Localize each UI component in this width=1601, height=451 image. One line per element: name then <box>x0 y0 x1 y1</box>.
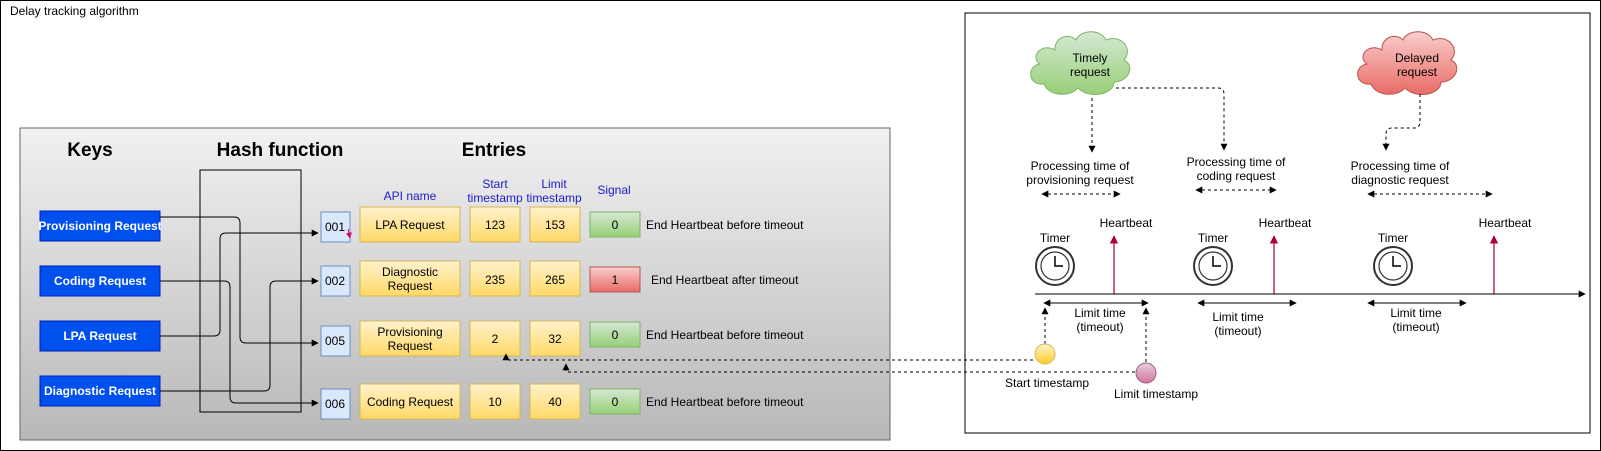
limit-time-2-line2: (timeout) <box>1214 324 1261 338</box>
api-name: LPA Request <box>375 218 445 232</box>
connector-provisioning-to-005 <box>160 216 319 347</box>
timer-3: Timer <box>1373 231 1413 286</box>
key-diagnostic: Diagnostic Request <box>39 375 161 407</box>
start-timestamp-label: Start timestamp <box>1005 376 1089 390</box>
processing-coding-line1: Processing time of <box>1187 155 1286 169</box>
signal-value: 0 <box>612 218 619 232</box>
cloud-label-line2: request <box>1397 65 1438 79</box>
key-lpa: LPA Request <box>39 320 161 352</box>
key-label: LPA Request <box>63 329 136 343</box>
column-header-start-line1: Start <box>482 177 508 191</box>
key-label: Coding Request <box>54 274 146 288</box>
entry-row: 005 Provisioning Request 2 32 0 End Hear… <box>320 320 804 357</box>
column-header-signal: Signal <box>597 183 630 197</box>
request-flow-arrows <box>1088 87 1421 153</box>
diagram-title: Delay tracking algorithm <box>10 4 139 18</box>
column-header-limit-line1: Limit <box>541 177 567 191</box>
key-label: Diagnostic Request <box>44 384 156 398</box>
cloud-label-line2: request <box>1070 65 1111 79</box>
signal-note: End Heartbeat before timeout <box>646 328 804 342</box>
hash-function-heading: Hash function <box>217 140 344 161</box>
timestamp-connectors <box>502 307 1150 373</box>
timer-label: Timer <box>1040 231 1070 245</box>
timely-to-coding-arrow <box>1116 87 1228 151</box>
column-header-start-line2: timestamp <box>467 191 523 205</box>
entries-heading: Entries <box>462 140 526 161</box>
signal-note: End Heartbeat before timeout <box>646 218 804 232</box>
api-name: Coding Request <box>367 395 454 409</box>
heartbeat-2: Heartbeat <box>1259 216 1312 294</box>
processing-provisioning-line1: Processing time of <box>1031 159 1130 173</box>
entry-row: 001 LPA Request 123 153 0 End Heartbeat … <box>320 206 804 243</box>
signal-note: End Heartbeat after timeout <box>651 273 799 287</box>
limit-time-1-line2: (timeout) <box>1076 320 1123 334</box>
hash-connectors <box>160 216 319 407</box>
signal-value: 1 <box>612 273 619 287</box>
start-timestamp-marker <box>1034 343 1056 365</box>
limit-time-1-line1: Limit time <box>1074 306 1126 320</box>
timer-label: Timer <box>1378 231 1408 245</box>
column-header-limit-line2: timestamp <box>526 191 582 205</box>
hash-function-box <box>199 169 302 413</box>
cloud-label-line1: Timely <box>1073 51 1108 65</box>
collision-marker <box>345 228 352 239</box>
limit-time-2-line1: Limit time <box>1212 310 1264 324</box>
key-coding: Coding Request <box>39 265 161 297</box>
heartbeat-1: Heartbeat <box>1100 216 1153 294</box>
timely-request-cloud: Timely request <box>1030 31 1131 96</box>
start-timestamp: 123 <box>485 218 505 232</box>
keys-heading: Keys <box>67 140 112 161</box>
entry-row: 006 Coding Request 10 40 0 End Heartbeat… <box>320 383 804 420</box>
hash-index: 006 <box>325 397 345 411</box>
start-timestamp: 2 <box>492 332 499 346</box>
limit-timestamp: 265 <box>545 273 565 287</box>
timer-label: Timer <box>1198 231 1228 245</box>
cloud-label-line1: Delayed <box>1395 51 1439 65</box>
connector-diagnostic-to-002 <box>160 277 319 392</box>
column-header-api-name: API name <box>384 189 437 203</box>
limit-time-3-line2: (timeout) <box>1392 320 1439 334</box>
api-name-line2: Request <box>388 279 433 293</box>
hash-index: 001 <box>325 220 345 234</box>
api-name-line2: Request <box>388 339 433 353</box>
connector-lpa-to-001 <box>160 229 319 337</box>
start-timestamp: 235 <box>485 273 505 287</box>
start-timestamp-to-entry <box>502 353 1033 361</box>
entry-row: 002 Diagnostic Request 235 265 1 End Hea… <box>320 260 799 297</box>
processing-duration-arrows <box>1041 186 1493 198</box>
delayed-to-diagnostic-arrow <box>1382 94 1421 151</box>
start-timestamp: 10 <box>488 395 502 409</box>
limit-timestamp: 40 <box>548 395 562 409</box>
signal-value: 0 <box>612 328 619 342</box>
api-name-line1: Provisioning <box>377 325 442 339</box>
hash-index: 005 <box>325 334 345 348</box>
heartbeat-label: Heartbeat <box>1100 216 1153 230</box>
signal-note: End Heartbeat before timeout <box>646 395 804 409</box>
api-name-line1: Diagnostic <box>382 265 438 279</box>
heartbeat-3: Heartbeat <box>1479 216 1532 294</box>
hash-index: 002 <box>325 274 345 288</box>
limit-timestamp: 32 <box>548 332 562 346</box>
limit-time-3-line1: Limit time <box>1390 306 1442 320</box>
timer-1: Timer <box>1035 231 1075 286</box>
processing-diagnostic-line1: Processing time of <box>1351 159 1450 173</box>
delayed-request-cloud: Delayed request <box>1357 31 1458 96</box>
limit-timestamp-label: Limit timestamp <box>1114 387 1198 401</box>
connector-coding-to-006 <box>160 280 319 407</box>
processing-coding-line2: coding request <box>1197 169 1276 183</box>
key-provisioning: Provisioning Request <box>38 210 162 242</box>
limit-timestamp-marker <box>1135 362 1157 384</box>
processing-diagnostic-line2: diagnostic request <box>1351 173 1449 187</box>
timer-2: Timer <box>1193 231 1233 286</box>
limit-timestamp: 153 <box>545 218 565 232</box>
processing-provisioning-line2: provisioning request <box>1026 173 1134 187</box>
key-label: Provisioning Request <box>38 219 161 233</box>
heartbeat-label: Heartbeat <box>1259 216 1312 230</box>
heartbeat-label: Heartbeat <box>1479 216 1532 230</box>
signal-value: 0 <box>612 395 619 409</box>
